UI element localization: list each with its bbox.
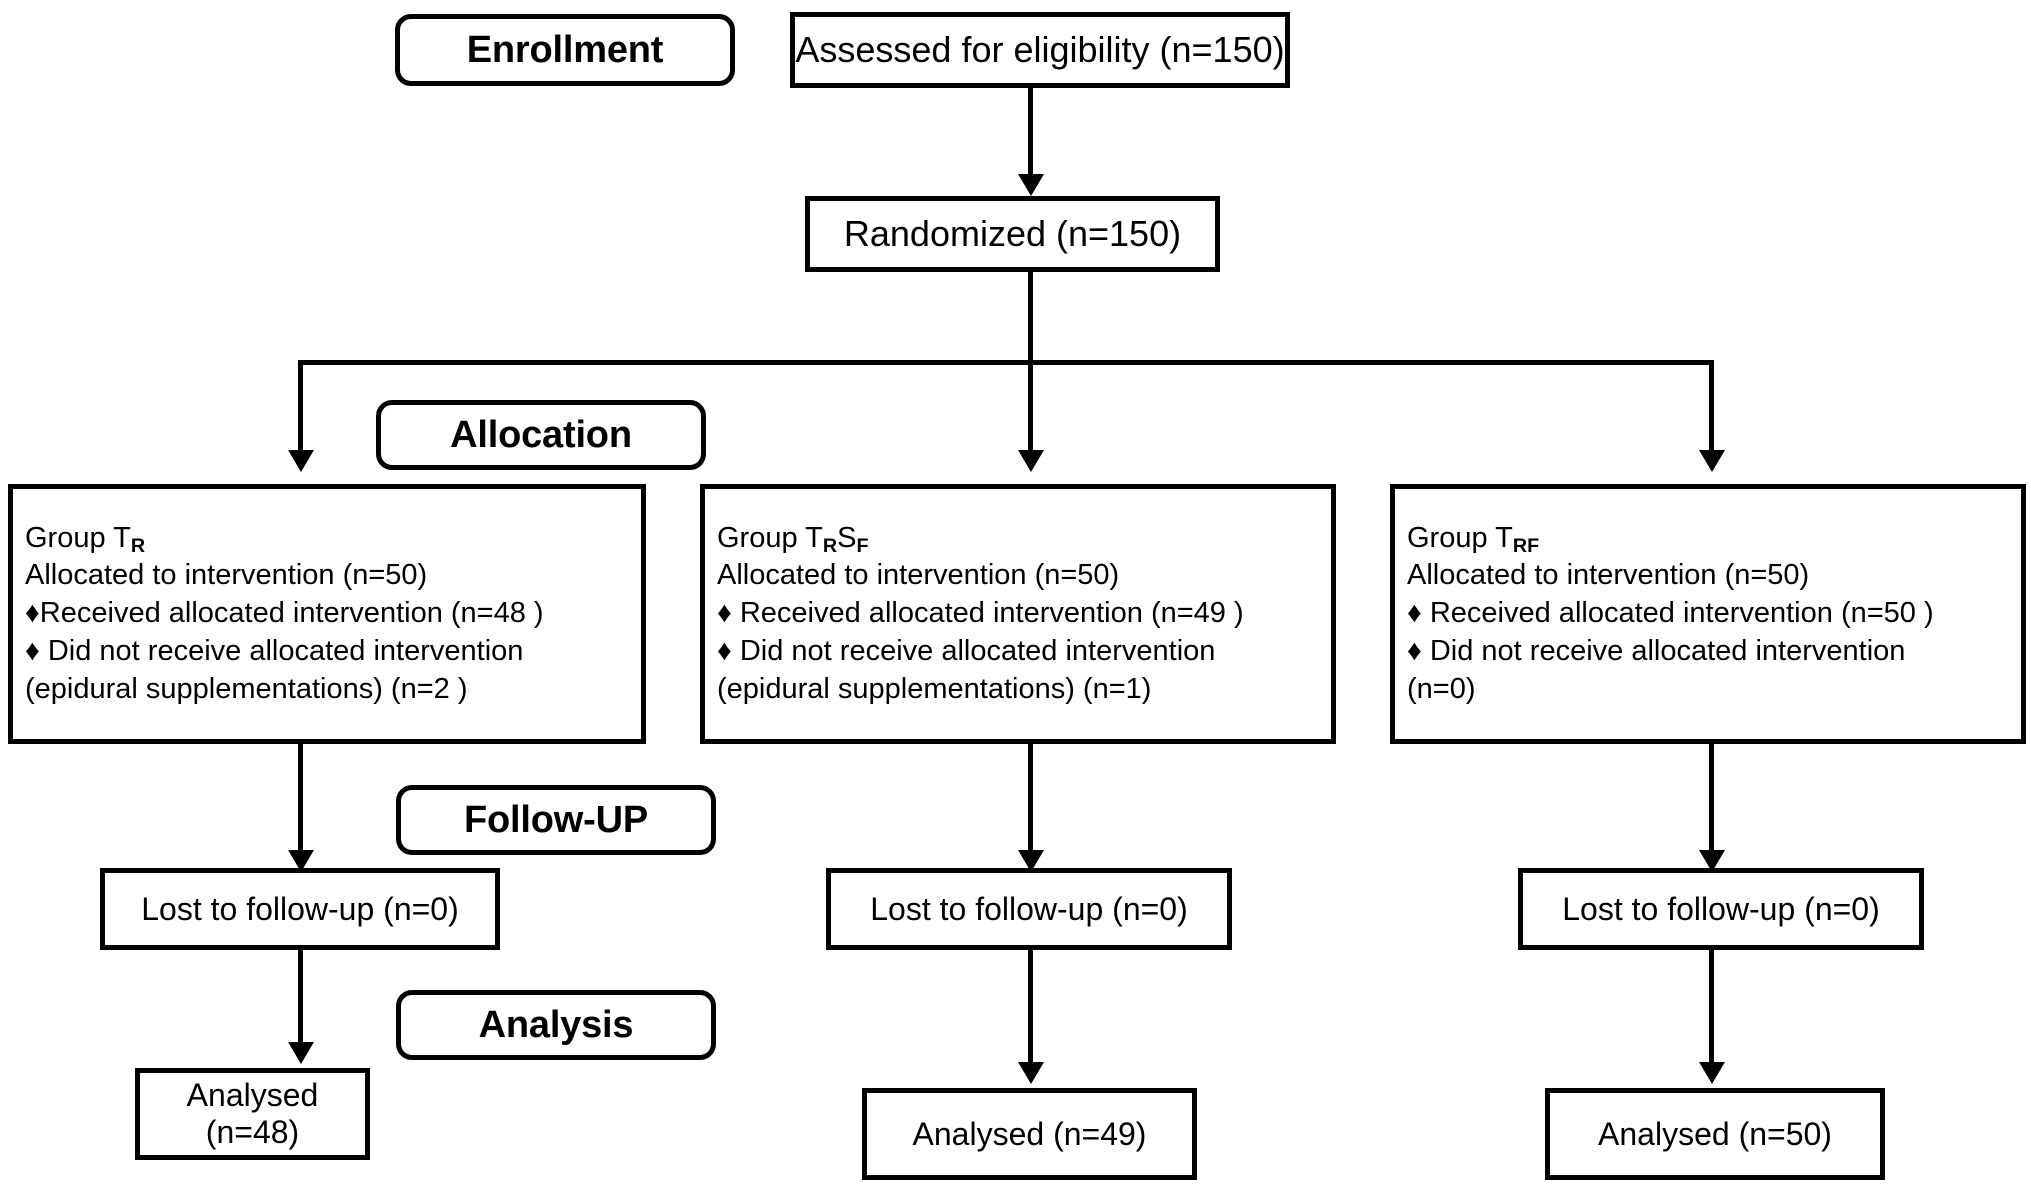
stage-label-enrollment: Enrollment: [395, 14, 735, 86]
stage-label-analysis: Analysis: [396, 990, 716, 1060]
allocated-line-arm-trf: Allocated to intervention (n=50): [1407, 559, 1810, 592]
box-analysed-arm-trf: Analysed (n=50): [1545, 1088, 1885, 1180]
arrowhead-allocation-middle: [1018, 450, 1044, 472]
group-mid-text: S: [837, 521, 857, 554]
bullet-not-received-arm-trsf: ♦ Did not receive allocated intervention: [717, 634, 1216, 667]
bullet-not-received-arm-trf: ♦ Did not receive allocated intervention: [1407, 634, 1906, 667]
group-prefix-text: Group T: [717, 521, 823, 554]
arrowhead-allocation-right: [1699, 450, 1725, 472]
connector-alloc-to-lost-middle: [1028, 744, 1033, 858]
connector-assessed-to-randomized: [1028, 88, 1033, 190]
stage-label-allocation-text: Allocation: [450, 413, 632, 456]
box-lost-arm-trf-text: Lost to follow-up (n=0): [1562, 890, 1880, 927]
box-analysed-arm-trsf: Analysed (n=49): [862, 1088, 1197, 1180]
box-allocation-arm-tr: Group TR Allocated to intervention (n=50…: [8, 484, 646, 744]
group-prefix-text: Group T: [25, 521, 131, 554]
bullet-received-arm-trf: ♦ Received allocated intervention (n=50 …: [1407, 597, 1934, 630]
box-analysed-arm-tr-text: Analysed (n=48): [186, 1077, 319, 1150]
arrowhead-lost-middle: [1018, 850, 1044, 872]
stage-label-followup: Follow-UP: [396, 785, 716, 855]
connector-randomized-to-bus: [1028, 272, 1033, 364]
bullet-reason-arm-trsf: (epidural supplementations) (n=1): [717, 672, 1152, 705]
connector-lost-to-analysed-middle: [1028, 950, 1033, 1070]
stage-label-analysis-text: Analysis: [478, 1003, 634, 1046]
arrowhead-lost-left: [288, 850, 314, 872]
box-lost-arm-tr: Lost to follow-up (n=0): [100, 868, 500, 950]
branch-drop-left: [298, 360, 303, 456]
box-lost-arm-tr-text: Lost to follow-up (n=0): [141, 890, 459, 927]
group-label-arm-trsf: Group TRSF: [717, 520, 1319, 558]
box-lost-arm-trf: Lost to follow-up (n=0): [1518, 868, 1924, 950]
arrowhead-analysed-middle: [1018, 1062, 1044, 1084]
group-subscript-1: R: [822, 535, 838, 558]
group-subscript-2: F: [856, 535, 869, 558]
connector-alloc-to-lost-left: [298, 744, 303, 858]
arrowhead-lost-right: [1699, 850, 1725, 872]
group-subscript-1: R: [130, 535, 146, 558]
group-subscript-1: RF: [1512, 535, 1540, 558]
box-assessed-for-eligibility: Assessed for eligibility (n=150): [790, 12, 1290, 88]
box-randomized: Randomized (n=150): [805, 196, 1220, 272]
group-label-arm-tr: Group TR: [25, 520, 629, 558]
arrowhead-analysed-left: [288, 1042, 314, 1064]
box-allocation-arm-trf: Group TRF Allocated to intervention (n=5…: [1390, 484, 2026, 744]
branch-drop-right: [1709, 360, 1714, 456]
branch-bus-horizontal: [298, 360, 1714, 365]
stage-label-enrollment-text: Enrollment: [466, 28, 664, 71]
branch-drop-middle: [1028, 360, 1033, 456]
box-lost-arm-trsf: Lost to follow-up (n=0): [826, 868, 1232, 950]
connector-lost-to-analysed-right: [1709, 950, 1714, 1070]
box-assessed-text: Assessed for eligibility (n=150): [795, 29, 1285, 70]
arrowhead-analysed-right: [1699, 1062, 1725, 1084]
bullet-reason-arm-tr: (epidural supplementations) (n=2 ): [25, 672, 468, 705]
stage-label-followup-text: Follow-UP: [464, 798, 648, 841]
bullet-not-received-arm-tr: ♦ Did not receive allocated intervention: [25, 634, 524, 667]
bullet-received-arm-tr: ♦Received allocated intervention (n=48 ): [25, 597, 544, 630]
box-allocation-arm-trsf: Group TRSF Allocated to intervention (n=…: [700, 484, 1336, 744]
allocated-line-arm-tr: Allocated to intervention (n=50): [25, 559, 428, 592]
group-prefix-text: Group T: [1407, 521, 1513, 554]
allocated-line-arm-trsf: Allocated to intervention (n=50): [717, 559, 1120, 592]
box-lost-arm-trsf-text: Lost to follow-up (n=0): [870, 890, 1188, 927]
bullet-received-arm-trsf: ♦ Received allocated intervention (n=49 …: [717, 597, 1244, 630]
bullet-reason-arm-trf: (n=0): [1407, 672, 1476, 705]
connector-alloc-to-lost-right: [1709, 744, 1714, 858]
connector-lost-to-analysed-left: [298, 950, 303, 1050]
stage-label-allocation: Allocation: [376, 400, 706, 470]
arrowhead-allocation-left: [288, 450, 314, 472]
box-analysed-arm-trsf-text: Analysed (n=49): [912, 1115, 1147, 1152]
box-randomized-text: Randomized (n=150): [843, 213, 1182, 254]
box-analysed-arm-tr: Analysed (n=48): [135, 1068, 370, 1160]
arrowhead-randomized: [1018, 174, 1044, 196]
group-label-arm-trf: Group TRF: [1407, 520, 2009, 558]
box-analysed-arm-trf-text: Analysed (n=50): [1598, 1115, 1832, 1152]
